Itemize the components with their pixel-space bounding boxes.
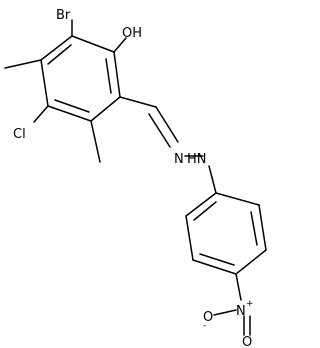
ring-bond-inner [47,44,72,65]
ring-bond [90,96,121,122]
ring-bond [235,249,267,275]
chlorine-label: Cl [13,127,26,142]
ring-bond [47,105,92,122]
nitro-oxygen-bond [213,309,237,316]
nitro-nitrogen-charge: + [246,299,254,309]
ring-bond [71,35,115,53]
ring-bond-inner [250,211,258,246]
chemical-structure: Br OH Cl N HN N + O - O [4,8,267,348]
aldehyde-carbon-bond [119,96,157,108]
substituted-benzene-ring [40,35,121,122]
methyl-bond [90,120,101,163]
nitrophenyl-ring [185,192,267,275]
imine-double-bond-inner [148,113,171,148]
ring-bond [185,192,217,217]
nitro-nitrogen-label: N [236,304,246,319]
hydroxyl-label: OH [122,26,142,41]
ring-bond [113,51,121,98]
ring-bond [258,204,267,251]
methyl-bond [4,59,42,69]
ring-bond-inner [54,99,90,113]
nitro-oxygen-bottom-label: O [242,335,252,348]
nitro-oxygen-charge: - [203,321,206,331]
bromine-label: Br [56,8,71,23]
imine-double-bond [155,106,179,143]
amine-label: HN [187,152,207,167]
ring-bond [40,35,73,61]
ring-bond-inner [105,58,112,94]
chloro-bond [33,105,49,123]
hydroxyl-bond [113,37,127,53]
ring-bond-inner [193,201,217,221]
ring-bond-inner [199,253,235,266]
ring-bond [192,259,237,275]
ring-bond [40,59,49,107]
nitro-bond [235,273,242,301]
ring-bond [215,192,260,206]
imine-nitrogen-label: N [174,152,184,167]
aryl-amine-bond [208,165,217,194]
ring-bond [185,215,194,261]
nitro-oxygen-left-label: O [203,310,213,325]
